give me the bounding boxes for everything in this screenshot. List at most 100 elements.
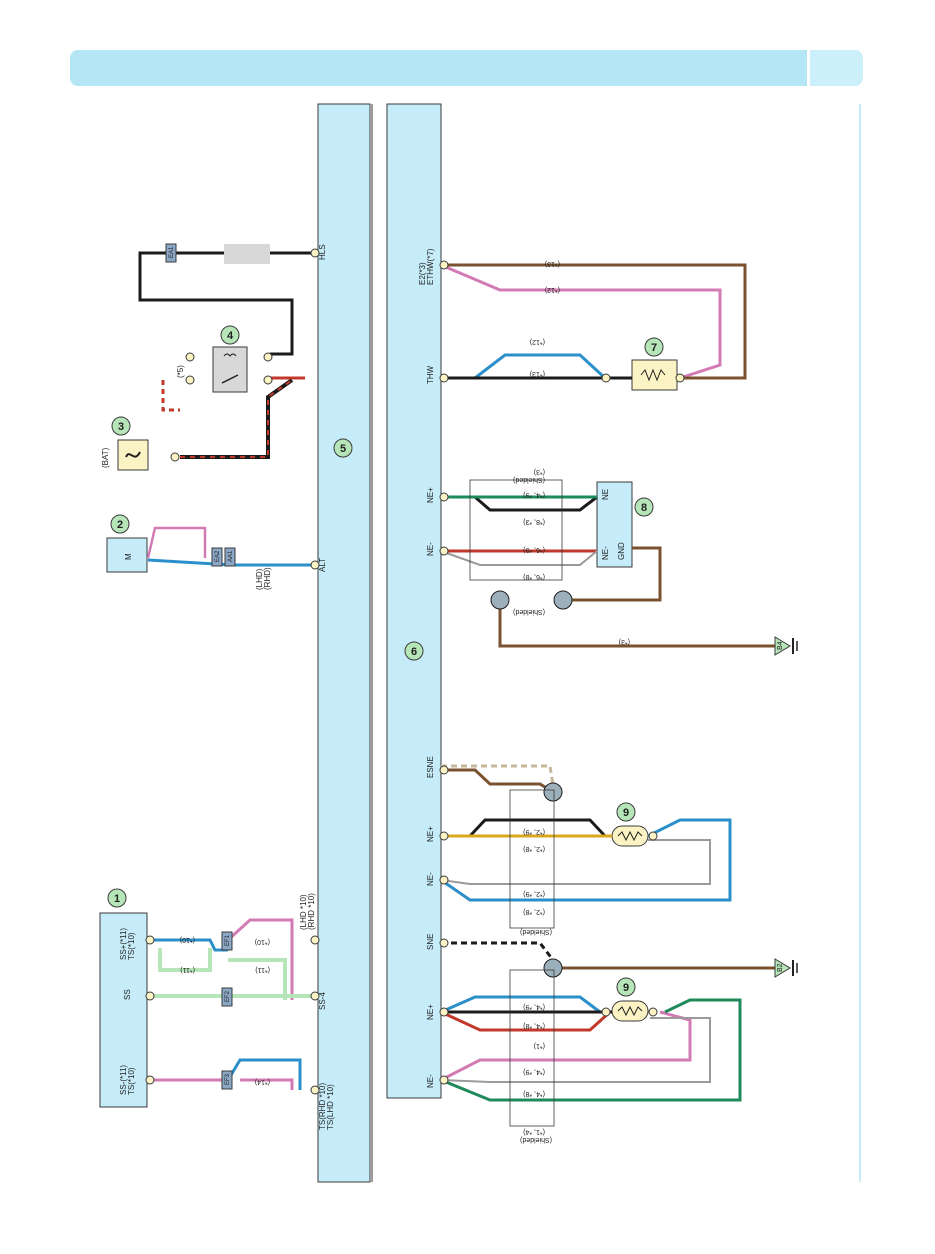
wire-esne-brown [441, 768, 554, 794]
component-callouts [107, 325, 664, 997]
wire-9b-white [440, 1017, 711, 1083]
wire-sne-stripe [441, 941, 555, 961]
callout-9b-circle [616, 977, 636, 997]
note-n6-8: (*6, *8) [523, 573, 545, 580]
note-n4-8b: (*4, *8) [523, 1022, 545, 1029]
wire-ne-plus-black [441, 495, 598, 512]
note-n13: (*13) [545, 260, 560, 267]
note-n6-9: (*6, *9) [523, 546, 545, 553]
label-ne-plus-8: NE+ [426, 487, 435, 503]
wire-9b-blue [440, 995, 601, 1014]
component-1-box [99, 912, 148, 1108]
wire-9a-blue [440, 818, 732, 902]
note-n8-3: (*8, *3) [523, 518, 545, 525]
component-9b-sensor [611, 1000, 649, 1022]
note-n12b: (*12) [530, 338, 545, 345]
relay-connector-block [224, 244, 270, 264]
connector-ef2-label: EF2 [225, 990, 231, 1002]
connector-ea1-box [165, 243, 177, 263]
wire-e2-brown [441, 263, 747, 380]
label-esne: ESNE [426, 756, 435, 778]
component-4-relay-box [212, 346, 248, 393]
callout-8-circle [634, 497, 654, 517]
wire-shield-gnd-b2 [551, 966, 775, 970]
fuse-symbol [125, 451, 141, 458]
note-shielded-8b: (Shielded) [513, 608, 545, 615]
component-3-fuse-box [117, 439, 149, 471]
connector-aa1-label: AA1 [228, 550, 234, 562]
note-shielded-9a: (Shielded) [520, 928, 552, 935]
connector-ef3-label: EF3 [225, 1073, 231, 1085]
label-motor-m: M [124, 553, 133, 560]
sensor-9b-resistor [617, 1005, 643, 1017]
ground-b2-label: B2 [777, 963, 784, 972]
note-n14: (*14) [255, 1078, 270, 1085]
label-alt: ALT [318, 558, 327, 572]
callout-3-circle [111, 416, 131, 436]
callout-5-circle [333, 438, 353, 458]
callout-9a-circle [616, 802, 636, 822]
label-e2: E2(*3) [418, 262, 427, 285]
note-n2-9a: (*2, *9) [523, 828, 545, 835]
callout-8-label: 8 [641, 502, 647, 514]
label-lhd: (LHD) [255, 568, 264, 590]
wire-relay-red-2 [161, 380, 180, 412]
note-n3-b: (*3) [619, 638, 630, 645]
wire-bat-relay-red [180, 379, 293, 458]
label-gnd: GND [617, 542, 626, 560]
relay-coil [223, 353, 237, 357]
callout-6-circle [404, 641, 424, 661]
label-ne-plus-9a: NE+ [426, 826, 435, 842]
ecu-panel-5 [317, 103, 371, 1183]
label-ss-bot2: TS(*10) [127, 1067, 136, 1095]
callout-2-circle [110, 514, 130, 534]
wire-relay-hls-black [138, 251, 318, 356]
shield-box-9a [509, 789, 555, 929]
ground-b4-label: B4 [777, 641, 784, 650]
note-shielded-9b: (Shielded) [520, 1136, 552, 1143]
sensor-9a-resistor [617, 830, 643, 842]
label-ss-bot: SS-(*11) [119, 1065, 128, 1095]
wire-ss-bot-pink2 [240, 1078, 294, 1090]
connector-ef3-box [221, 1070, 233, 1090]
shield-node-1 [490, 590, 510, 610]
callout-4-circle [220, 325, 240, 345]
connector-ef1-box [221, 931, 233, 951]
label-ss-top2: TS(*10) [127, 932, 136, 960]
wire-9b-red [440, 1010, 612, 1032]
wire-ss-bot-blue [226, 1058, 302, 1090]
label-ne-minus-8: NE- [426, 542, 435, 556]
shield-node-2 [553, 590, 573, 610]
wire-e2-pink [440, 263, 722, 380]
label-ne-minus-9a: NE- [426, 872, 435, 886]
connector-ea1-label: EA1 [169, 246, 175, 258]
wire-ss-top-green2 [228, 958, 287, 1000]
ground-b2-flag [774, 958, 791, 978]
wire-9a-black [441, 818, 607, 838]
note-n4-9c: (*4, *9) [523, 1068, 545, 1075]
shield-box-8 [469, 479, 563, 581]
wire-9a-white [440, 839, 711, 885]
wire-gnd-brown [563, 546, 662, 602]
callout-4-label: 4 [227, 330, 234, 342]
note-n4-9: (*4, *9) [523, 491, 545, 498]
wire-motor-pink [146, 526, 207, 559]
note-n12: (*12) [545, 286, 560, 293]
label-ne-minus-9b: NE- [426, 1074, 435, 1088]
label-ss4: SS-4 [318, 992, 327, 1010]
label-bat: (BAT) [101, 447, 110, 468]
connector-aa1-box [224, 547, 236, 567]
label-ss-top: SS+(*11) [119, 928, 128, 960]
label-rhd: (RHD) [263, 567, 272, 590]
note-n1-4: (*1, *4) [523, 1128, 545, 1135]
callout-1-label: 1 [114, 893, 120, 905]
shield-box-9b [509, 969, 555, 1127]
shield-node-4 [543, 958, 563, 978]
label-ss-mid: SS [123, 989, 132, 1000]
connector-ef1-label: EF1 [225, 934, 231, 946]
wire-ne-minus-white [440, 550, 598, 566]
wire-esne-stripe [441, 764, 555, 786]
callout-3-label: 3 [118, 421, 124, 433]
label-rhd10-a: (RHD *10) [307, 893, 316, 930]
